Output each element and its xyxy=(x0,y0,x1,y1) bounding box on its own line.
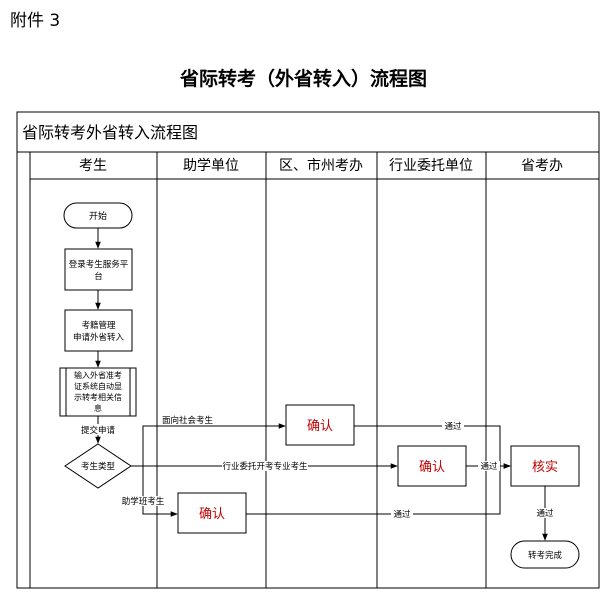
edge-social xyxy=(131,423,286,467)
apply-node-line-2: 申请外省转入 xyxy=(73,332,125,343)
lane-header-industry: 行业委托单位 xyxy=(389,158,473,174)
edge-label-industry: 行业委托开考专业考生 xyxy=(222,461,308,472)
candidate-type-label: 考生类型 xyxy=(81,461,116,472)
lane-header-candidate: 考生 xyxy=(79,158,107,174)
input-node-line-3: 示转考相关信 xyxy=(74,392,122,402)
industry-pass-bg xyxy=(478,461,500,471)
school-confirm-node xyxy=(177,492,247,534)
input-node-line-1: 输入外省准考 xyxy=(74,370,122,380)
submit-label-bg xyxy=(79,424,117,435)
input-node-line-4: 息 xyxy=(94,403,102,413)
edge-school xyxy=(142,466,178,517)
school-confirm-label: 确认 xyxy=(199,507,225,522)
edge-label-social: 面向社会考生 xyxy=(162,415,214,426)
attachment-label: 附件 3 xyxy=(10,11,61,31)
edge-label-submit: 提交申请 xyxy=(81,425,116,436)
lane-header-school: 助学单位 xyxy=(183,158,239,174)
apply-node-line-1: 考籍管理 xyxy=(81,320,116,331)
industry-confirm-node xyxy=(397,445,467,487)
input-node xyxy=(59,367,137,417)
lane-header-district: 区、市州考办 xyxy=(279,157,363,174)
school-pass-bg xyxy=(391,509,413,519)
chart-frame xyxy=(16,111,600,589)
done-node xyxy=(510,540,580,569)
candidate-type-decision xyxy=(64,443,132,489)
verify-pass-bg xyxy=(534,508,556,518)
school-label-bg xyxy=(120,496,166,506)
industry-confirm-label: 确认 xyxy=(419,460,445,475)
industry-label-bg xyxy=(222,461,308,471)
login-node-line-2: 台 xyxy=(94,271,103,282)
done-node-label: 转考完成 xyxy=(528,550,563,561)
lane-header-province: 省考办 xyxy=(521,158,563,174)
district-confirm-node xyxy=(285,404,355,446)
edge-label-school-pass: 通过 xyxy=(393,509,411,520)
edge-label-school: 助学班考生 xyxy=(122,496,165,507)
edge-school-pass xyxy=(246,466,501,515)
district-confirm-label: 确认 xyxy=(307,419,333,434)
edge-label-industry-pass: 通过 xyxy=(480,461,498,472)
district-pass-bg xyxy=(442,420,464,430)
verify-node xyxy=(510,445,580,487)
document-title: 省际转考（外省转入）流程图 xyxy=(179,68,427,90)
start-node-label: 开始 xyxy=(89,210,107,222)
login-node-line-1: 登录考生服务平 xyxy=(69,259,129,270)
edge-label-verify-pass: 通过 xyxy=(536,508,554,519)
chart-title: 省际转考外省转入流程图 xyxy=(22,123,198,142)
edge-label-district-pass: 通过 xyxy=(444,421,462,432)
login-node xyxy=(64,248,133,291)
input-node-line-2: 证系统自动显 xyxy=(74,381,122,391)
apply-node xyxy=(64,309,133,352)
verify-label: 核实 xyxy=(532,460,558,475)
